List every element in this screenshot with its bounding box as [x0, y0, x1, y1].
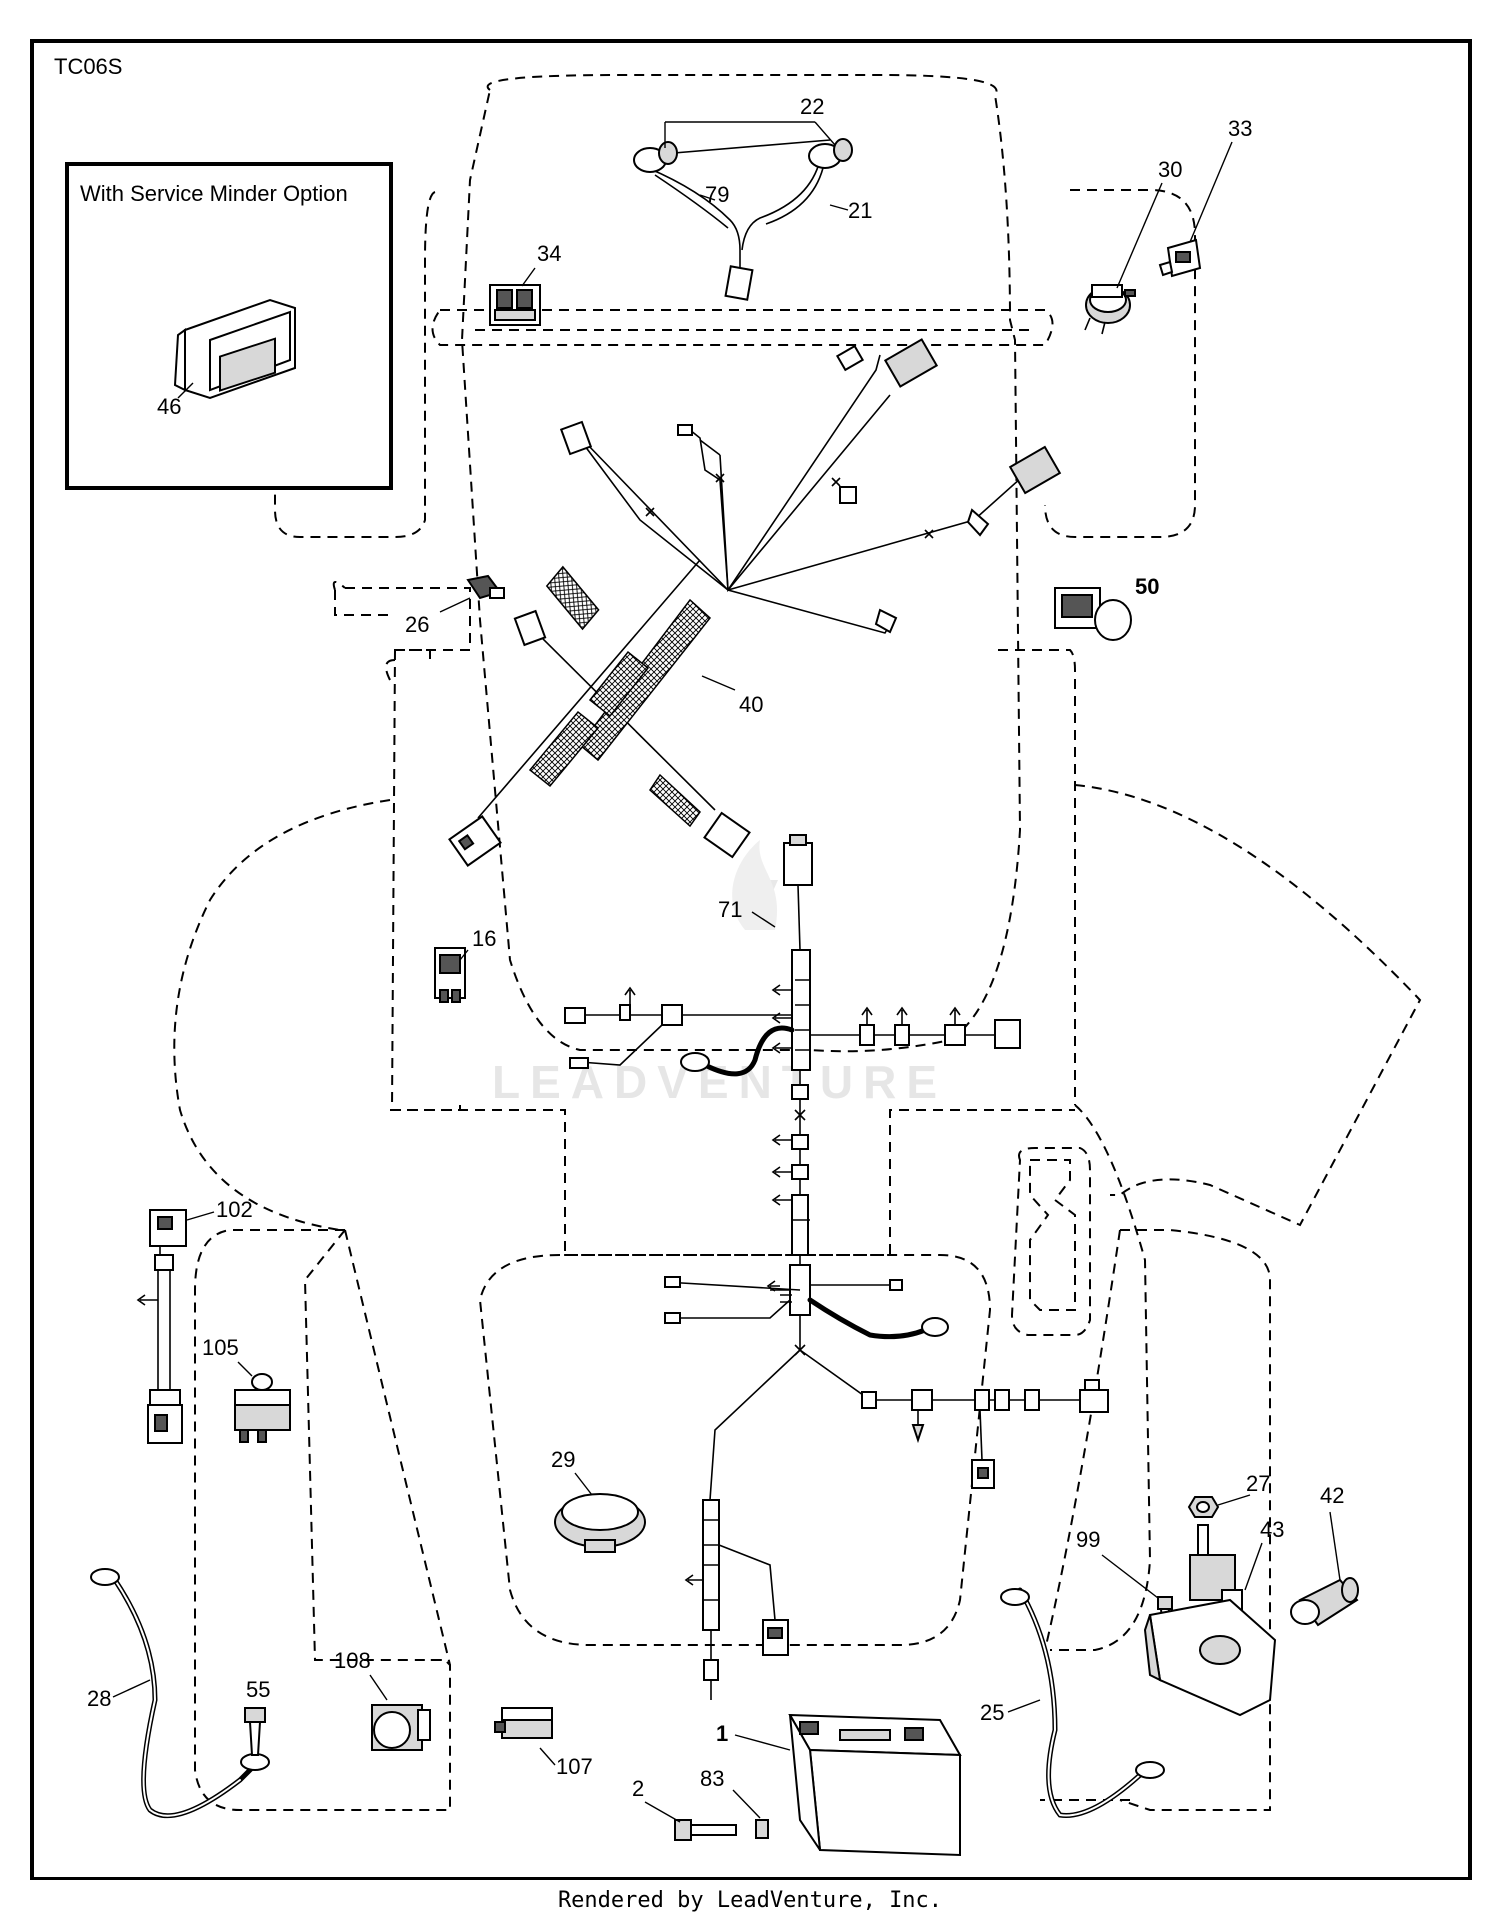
- switch-50: [1054, 587, 1132, 641]
- bolt-2: [674, 1819, 737, 1841]
- leadventure-watermark: LEADVENTURE: [492, 840, 947, 1108]
- harness-plug-left: [448, 815, 502, 867]
- label-27: 27: [1246, 1471, 1270, 1496]
- label-50: 50: [1135, 574, 1159, 599]
- battery-cable-28: [90, 1568, 270, 1819]
- diagram-frame: [30, 39, 1472, 1880]
- label-102: 102: [216, 1197, 253, 1222]
- label-40: 40: [739, 692, 763, 717]
- ignition-switch-30: [1084, 284, 1136, 335]
- label-2: 2: [632, 1776, 644, 1801]
- footer-credit: Rendered by LeadVenture, Inc.: [557, 1888, 943, 1913]
- headlight-harness: [633, 121, 853, 301]
- solenoid-108: [371, 1704, 431, 1751]
- fuse-holder-26: [466, 574, 505, 600]
- label-105: 105: [202, 1335, 239, 1360]
- wire-harness-40: [448, 338, 1062, 867]
- chassis-outline: [173, 74, 1422, 1811]
- nut-83: [755, 1819, 769, 1839]
- terminal-boot-42: [1290, 1577, 1359, 1627]
- label-16: 16: [472, 926, 496, 951]
- label-107: 107: [556, 1754, 593, 1779]
- wiring-diagram: TC06S LEADVENTURE With Service Minder Op: [30, 39, 1472, 1880]
- label-108: 108: [334, 1648, 371, 1673]
- screw-55: [244, 1707, 266, 1756]
- diagram-code: TC06S: [54, 54, 122, 79]
- switch-34: [489, 284, 541, 326]
- watermark-text: LEADVENTURE: [492, 1056, 947, 1108]
- label-71: 71: [718, 897, 742, 922]
- label-33: 33: [1228, 116, 1252, 141]
- label-21: 21: [848, 198, 872, 223]
- battery-cable-25: [1000, 1587, 1165, 1818]
- service-minder-inset: With Service Minder Option 46: [65, 162, 393, 490]
- label-1: 1: [716, 1721, 728, 1746]
- module-107: [494, 1707, 553, 1739]
- label-43: 43: [1260, 1517, 1284, 1542]
- nut-27: [1187, 1496, 1220, 1518]
- label-83: 83: [700, 1766, 724, 1791]
- label-79: 79: [705, 182, 729, 207]
- label-25: 25: [980, 1700, 1004, 1725]
- relay-105: [234, 1373, 291, 1443]
- relay-16: [434, 947, 466, 1003]
- component-29: [554, 1493, 646, 1553]
- inset-title: With Service Minder Option: [80, 181, 348, 206]
- lower-harness: [664, 1264, 1109, 1700]
- label-26: 26: [405, 612, 429, 637]
- connector-102: [136, 1209, 187, 1444]
- label-99: 99: [1076, 1527, 1100, 1552]
- wire-harness-71: [564, 834, 1021, 1270]
- label-55: 55: [246, 1677, 270, 1702]
- service-minder-display: [173, 298, 296, 400]
- label-22: 22: [800, 94, 824, 119]
- starter-solenoid-43: [1143, 1524, 1277, 1717]
- label-28: 28: [87, 1686, 111, 1711]
- label-34: 34: [537, 241, 561, 266]
- label-30: 30: [1158, 157, 1182, 182]
- label-42: 42: [1320, 1483, 1344, 1508]
- harness-plug-right: [703, 811, 751, 859]
- ignition-key-33: [1158, 238, 1202, 278]
- battery-1: [788, 1713, 962, 1857]
- label-46: 46: [157, 394, 181, 419]
- label-29: 29: [551, 1447, 575, 1472]
